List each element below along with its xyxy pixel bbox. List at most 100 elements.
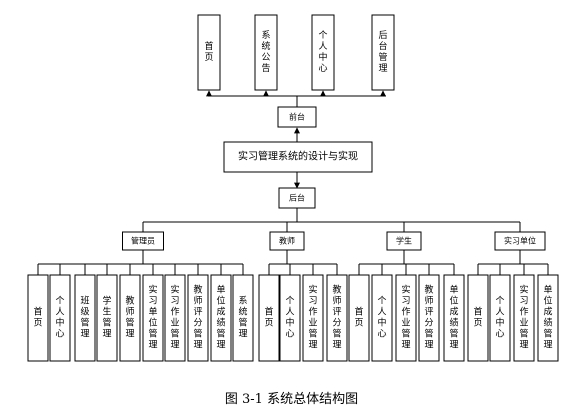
- front-module-2: 系统公告: [254, 14, 278, 91]
- role-1-module-7-box: [164, 274, 186, 362]
- role-node-3: 学生: [386, 231, 422, 251]
- role-3-module-1: 首页: [348, 274, 370, 362]
- back-node-label: 后台: [289, 193, 305, 203]
- role-2-module-2-label: 个人中心: [285, 296, 294, 340]
- front-module-4-label: 后台管理: [378, 30, 387, 74]
- role-4-module-3: 实习作业管理: [513, 274, 535, 362]
- role-1-module-3-label: 班级管理: [80, 295, 89, 340]
- back-node: 后台: [278, 187, 316, 209]
- role-2-module-1-box: [258, 274, 280, 362]
- role-3-module-5: 单位成绩管理: [443, 274, 465, 362]
- role-3-module-1-label: 首页: [354, 306, 363, 329]
- front-module-1: 首页: [197, 14, 221, 91]
- diagram-nodes: 首页系统公告个人中心后台管理前台实习管理系统的设计与实现后台管理员教师学生实习单…: [27, 14, 559, 362]
- role-2-module-3-box: [302, 274, 324, 362]
- root-node-box: [223, 141, 373, 173]
- root-node: 实习管理系统的设计与实现: [223, 141, 373, 173]
- role-3-module-5-label: 单位成绩管理: [449, 284, 458, 351]
- role-3-module-4: 教师评分管理: [418, 274, 440, 362]
- role-node-1-box: [122, 231, 164, 251]
- role-node-4-box: [494, 231, 546, 251]
- role-3-module-4-label: 教师评分管理: [424, 284, 433, 351]
- role-4-module-2-box: [489, 274, 511, 362]
- role-1-module-9-label: 单位成绩管理: [216, 284, 225, 351]
- role-node-3-label: 学生: [396, 236, 412, 246]
- role-node-4: 实习单位: [494, 231, 546, 251]
- role-1-module-4: 学生管理: [96, 274, 118, 362]
- role-3-module-5-box: [443, 274, 465, 362]
- front-module-2-box: [254, 14, 278, 91]
- role-1-module-10: 系统管理: [232, 274, 254, 362]
- front-module-1-label: 首页: [204, 40, 213, 63]
- front-module-4-box: [371, 14, 395, 91]
- role-4-module-4-box: [537, 274, 559, 362]
- role-2-module-1: 首页: [258, 274, 280, 362]
- role-4-module-1-box: [467, 274, 489, 362]
- role-2-module-4-box: [326, 274, 348, 362]
- role-3-module-2-box: [371, 274, 393, 362]
- role-node-3-box: [386, 231, 422, 251]
- back-node-box: [278, 187, 316, 209]
- role-1-module-3: 班级管理: [74, 274, 96, 362]
- role-1-module-10-box: [232, 274, 254, 362]
- connector-lines: [37, 90, 549, 275]
- role-node-4-label: 实习单位: [504, 236, 536, 246]
- role-1-module-4-label: 学生管理: [102, 295, 111, 340]
- role-2-module-3-label: 实习作业管理: [308, 284, 317, 351]
- role-3-module-3: 实习作业管理: [395, 274, 417, 362]
- role-1-module-9: 单位成绩管理: [210, 274, 232, 362]
- front-module-2-label: 系统公告: [261, 30, 270, 74]
- role-1-module-7-label: 实习作业管理: [170, 284, 179, 351]
- role-3-module-4-box: [418, 274, 440, 362]
- role-node-2-box: [269, 231, 305, 251]
- role-3-module-1-box: [348, 274, 370, 362]
- role-4-module-1: 首页: [467, 274, 489, 362]
- role-node-2: 教师: [269, 231, 305, 251]
- role-1-module-2: 个人中心: [49, 274, 71, 362]
- role-2-module-3: 实习作业管理: [302, 274, 324, 362]
- role-1-module-6-label: 实习单位管理: [148, 284, 157, 351]
- role-4-module-2-label: 个人中心: [495, 296, 504, 340]
- role-1-module-3-box: [74, 274, 96, 362]
- figure-caption: 图 3-1 系统总体结构图: [224, 392, 359, 407]
- role-1-module-1: 首页: [27, 274, 49, 362]
- role-1-module-8: 教师评分管理: [187, 274, 209, 362]
- role-4-module-1-label: 首页: [473, 306, 482, 329]
- role-2-module-2: 个人中心: [279, 274, 301, 362]
- role-1-module-2-box: [49, 274, 71, 362]
- role-node-2-label: 教师: [279, 236, 295, 246]
- role-1-module-8-box: [187, 274, 209, 362]
- role-1-module-1-label: 首页: [33, 306, 42, 329]
- role-3-module-3-box: [395, 274, 417, 362]
- role-3-module-2-label: 个人中心: [377, 296, 386, 340]
- role-1-module-9-box: [210, 274, 232, 362]
- role-4-module-4: 单位成绩管理: [537, 274, 559, 362]
- role-1-module-6: 实习单位管理: [142, 274, 164, 362]
- role-1-module-8-label: 教师评分管理: [193, 284, 202, 351]
- role-4-module-4-label: 单位成绩管理: [543, 284, 552, 351]
- role-1-module-7: 实习作业管理: [164, 274, 186, 362]
- role-3-module-3-label: 实习作业管理: [401, 284, 410, 351]
- front-node: 前台: [277, 106, 317, 128]
- role-2-module-4-label: 教师评分管理: [332, 284, 341, 351]
- role-1-module-5-box: [119, 274, 141, 362]
- role-2-module-2-box: [279, 274, 301, 362]
- role-4-module-3-box: [513, 274, 535, 362]
- role-3-module-2: 个人中心: [371, 274, 393, 362]
- front-module-3: 个人中心: [311, 14, 335, 91]
- front-module-3-box: [311, 14, 335, 91]
- role-1-module-4-box: [96, 274, 118, 362]
- role-node-1-label: 管理员: [131, 236, 155, 246]
- role-1-module-2-label: 个人中心: [55, 296, 64, 340]
- role-1-module-10-label: 系统管理: [238, 296, 247, 340]
- role-4-module-2: 个人中心: [489, 274, 511, 362]
- front-node-box: [277, 106, 317, 128]
- role-2-module-1-label: 首页: [264, 306, 273, 329]
- role-4-module-3-label: 实习作业管理: [519, 284, 528, 351]
- front-node-label: 前台: [289, 112, 305, 122]
- role-1-module-5-label: 教师管理: [125, 295, 134, 340]
- role-node-1: 管理员: [122, 231, 164, 251]
- role-1-module-1-box: [27, 274, 49, 362]
- role-1-module-6-box: [142, 274, 164, 362]
